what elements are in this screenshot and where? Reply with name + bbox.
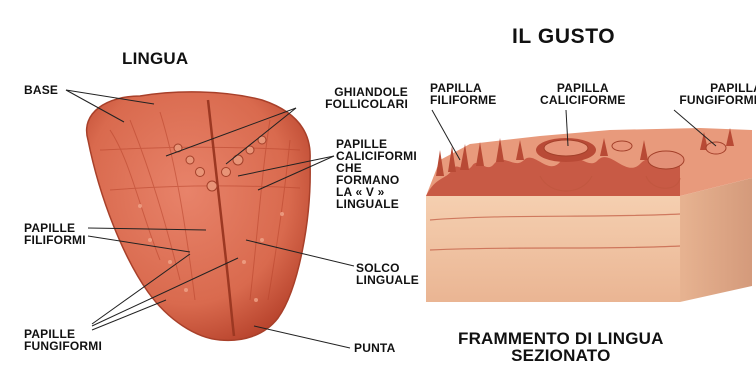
label-papille-caliciformi: PAPILLE CALICIFORMI CHE FORMANO LA « V »… (336, 138, 417, 210)
tongue-title: LINGUA (122, 50, 188, 67)
fungiforme-papilla-1 (706, 142, 726, 154)
fungiforme-papilla-3 (612, 141, 632, 151)
tissue-side-face (680, 178, 752, 302)
tissue-section-drawing (426, 128, 752, 302)
label-papille-fungiformi: PAPILLE FUNGIFORMI (24, 328, 102, 352)
label-papilla-fungiforme: PAPILLA FUNGIFORME (662, 82, 756, 106)
taste-title: IL GUSTO (512, 26, 615, 47)
label-papille-filiformi: PAPILLE FILIFORMI (24, 222, 86, 246)
section-caption: FRAMMENTO DI LINGUA SEZIONATO (458, 330, 664, 364)
label-papilla-filiforme: PAPILLA FILIFORME (430, 82, 496, 106)
label-ghiandole-follicolari: GHIANDOLE FOLLICOLARI (316, 86, 408, 110)
tongue-drawing (87, 92, 311, 340)
label-base: BASE (24, 84, 58, 96)
label-solco-linguale: SOLCO LINGUALE (356, 262, 419, 286)
label-punta: PUNTA (354, 342, 395, 354)
label-papilla-caliciforme: PAPILLA CALICIFORME (540, 82, 626, 106)
caliciforme-papilla (544, 140, 588, 156)
tongue-shape (87, 92, 311, 340)
fungiforme-papilla-2 (648, 151, 684, 169)
